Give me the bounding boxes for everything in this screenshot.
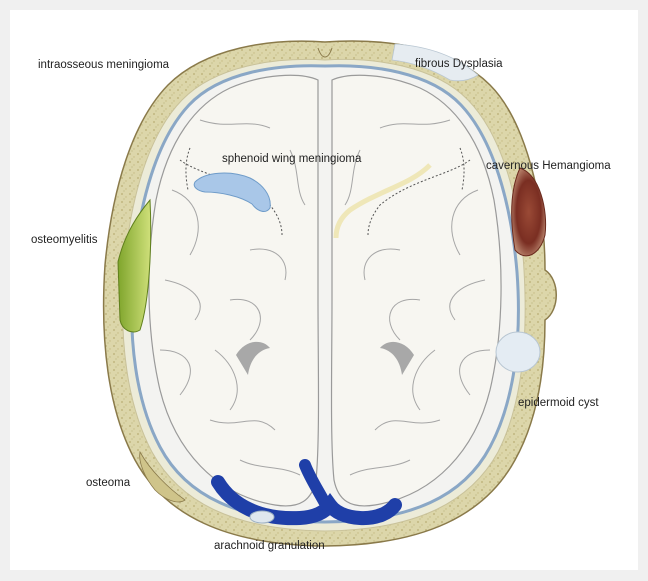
- cavernous-hemangioma-lesion: [512, 168, 546, 256]
- label-osteoma: osteoma: [86, 478, 130, 490]
- label-fibrous-dysplasia: fibrous Dysplasia: [415, 59, 503, 71]
- label-epidermoid-cyst: epidermoid cyst: [518, 398, 599, 410]
- label-cavernous-hemangioma: cavernous Hemangioma: [486, 161, 611, 173]
- label-sphenoid-wing-meningioma: sphenoid wing meningioma: [222, 154, 361, 166]
- epidermoid-cyst-lesion: [496, 332, 540, 372]
- label-osteomyelitis: osteomyelitis: [31, 235, 97, 247]
- label-intraosseous-meningioma: intraosseous meningioma: [38, 60, 169, 72]
- arachnoid-granulation-lesion: [250, 511, 274, 523]
- label-arachnoid-granulation: arachnoid granulation: [214, 541, 325, 553]
